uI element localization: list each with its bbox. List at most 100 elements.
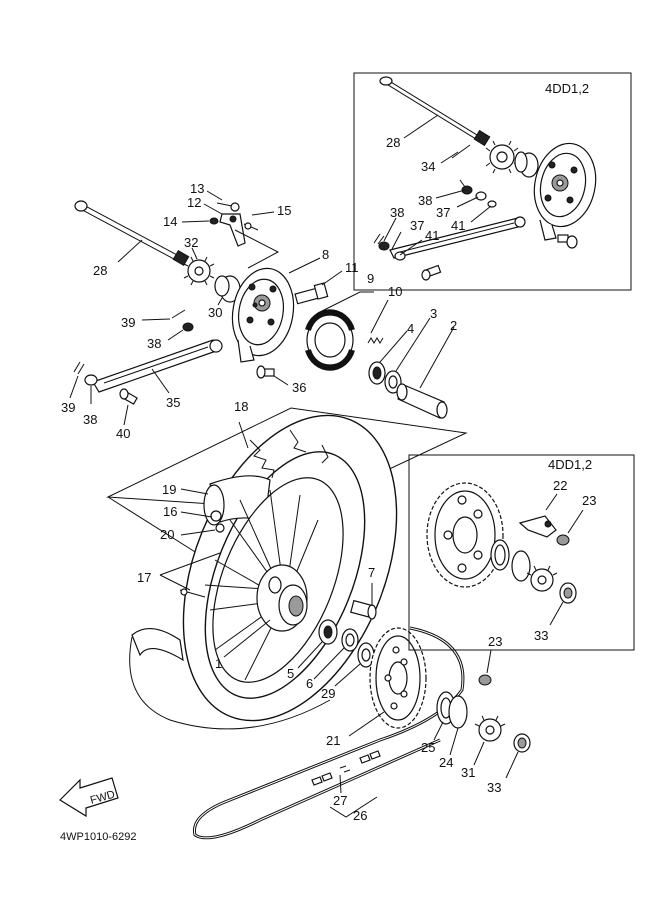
callout-5: 5 [287, 666, 294, 681]
spring-10: 10 [367, 284, 402, 344]
inset-castle-nut [485, 140, 519, 174]
bearing-4: 4 [368, 321, 414, 385]
spacer-2: 2 [396, 318, 457, 419]
callout-2: 2 [450, 318, 457, 333]
bearing-5: 5 [287, 619, 338, 681]
callout-10: 10 [388, 284, 402, 299]
inset-bracket-22: 22 [518, 478, 567, 538]
callout-38-inset-lower: 38 [390, 205, 404, 220]
callout-38-inset: 38 [418, 193, 432, 208]
inset-tag-bottom: 4DD1,2 [548, 457, 592, 472]
fwd-arrow: FWD [59, 777, 119, 818]
callout-31-lower: 31 [461, 765, 475, 780]
callout-33-inset: 33 [534, 628, 548, 643]
ring-24-lower: 24 [439, 695, 468, 770]
brake-arm-assembly: 13 12 14 15 [163, 181, 291, 269]
callout-41-inset-upper: 41 [451, 218, 465, 233]
nut-23-lower: 23 [478, 634, 502, 686]
rim-band [131, 628, 184, 662]
inset-frame-top [353, 72, 632, 291]
callout-36: 36 [292, 380, 306, 395]
callout-7: 7 [368, 565, 375, 580]
brake-shoes-9: 9 [305, 271, 374, 371]
inset-upper-fastener-stack [459, 179, 497, 208]
callout-13: 13 [190, 181, 204, 196]
callout-3: 3 [430, 306, 437, 321]
inset-torque-arm [389, 216, 526, 259]
callout-37-inset-lower: 37 [410, 218, 424, 233]
callout-23-lower: 23 [488, 634, 502, 649]
spacer-29: 29 [321, 642, 375, 701]
inset-cotter-pin [451, 144, 471, 159]
callout-8: 8 [322, 247, 329, 262]
callout-28-main: 28 [93, 263, 107, 278]
inset-lower-bolt [421, 264, 442, 281]
inset-collar [514, 151, 539, 178]
callout-39-lower: 39 [61, 400, 75, 415]
drawing-code: 4WP1010-6292 [60, 831, 136, 843]
bolt-36: 36 [256, 365, 306, 395]
callout-1: 1 [215, 656, 222, 671]
cotter-39-upper: 39 [121, 309, 186, 330]
callout-11: 11 [345, 260, 359, 275]
callout-38-lower: 38 [83, 412, 97, 427]
cotter-39-lower: 39 [61, 361, 85, 415]
callout-37-inset-upper: 37 [436, 205, 450, 220]
nut-38-upper: 38 [147, 322, 194, 351]
drive-chain [192, 626, 465, 840]
sprocket-21: 21 [326, 627, 427, 748]
callout-25-lower: 25 [421, 740, 435, 755]
inset-box-top: 4DD1,2 [353, 72, 632, 291]
castle-nut-31-lower: 31 [461, 715, 506, 780]
callout-29: 29 [321, 686, 335, 701]
inset-tag-top: 4DD1,2 [545, 81, 589, 96]
fwd-arrow-icon [59, 777, 119, 818]
callout-30: 30 [208, 305, 222, 320]
nut-38-lower: 38 [83, 374, 98, 427]
inset-frame-bottom [408, 454, 635, 651]
nut-33-lower: 33 [487, 733, 531, 795]
callout-15: 15 [277, 203, 291, 218]
inset-nut [378, 241, 390, 251]
collar-7: 7 [350, 565, 377, 620]
inset-sprocket [426, 482, 504, 588]
bolt-40: 40 [116, 388, 138, 441]
callout-9: 9 [367, 271, 374, 286]
callout-27: 27 [333, 793, 347, 808]
callout-38-upper: 38 [147, 336, 161, 351]
oil-seal-6: 6 [306, 628, 359, 691]
callout-34: 34 [421, 159, 435, 174]
main-axle: 28 [74, 200, 190, 278]
callout-24-lower: 24 [439, 755, 453, 770]
callout-39-upper: 39 [121, 315, 135, 330]
chain-joint-27: 27 26 [311, 750, 381, 823]
callout-14: 14 [163, 214, 177, 229]
callout-20: 20 [160, 527, 174, 542]
callout-16: 16 [163, 504, 177, 519]
callout-40: 40 [116, 426, 130, 441]
callout-17: 17 [137, 570, 151, 585]
inset-castle-nut [526, 565, 558, 592]
callout-23-inset: 23 [582, 493, 596, 508]
inset-brake-panel [533, 142, 597, 241]
inset-bolt [557, 234, 578, 249]
castle-nut-32: 32 [183, 235, 215, 286]
inset-nut-23: 23 [556, 493, 596, 546]
inset-axle [379, 76, 491, 147]
spacer-25-lower: 25 [421, 691, 456, 755]
inset-cotter-pin-2 [373, 233, 385, 245]
callout-22: 22 [553, 478, 567, 493]
collar-30: 30 [208, 275, 241, 320]
callout-41-inset-lower: 41 [425, 228, 439, 243]
callout-4: 4 [407, 321, 414, 336]
inset-spacers [490, 539, 531, 582]
callout-12: 12 [187, 195, 201, 210]
camshaft-11: 11 [294, 260, 359, 305]
torque-arm-35: 35 [92, 339, 223, 410]
callout-18: 18 [234, 399, 248, 414]
callout-28-inset: 28 [386, 135, 400, 150]
callout-21: 21 [326, 733, 340, 748]
callout-19: 19 [162, 482, 176, 497]
